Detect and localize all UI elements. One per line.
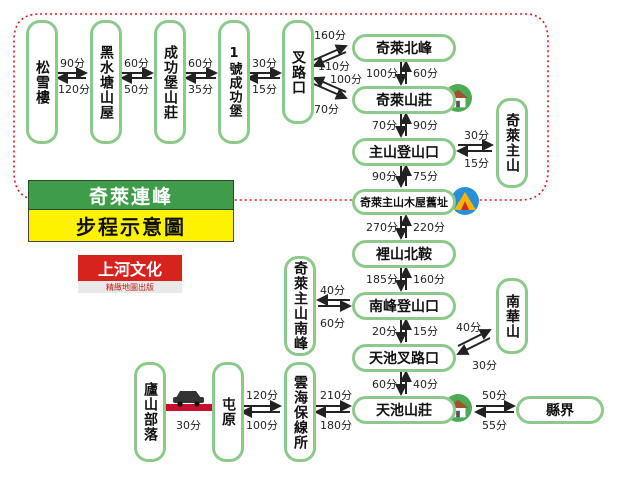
- time-label: 160分: [413, 273, 445, 286]
- time-label: 220分: [413, 221, 445, 234]
- time-label: 15分: [413, 325, 438, 338]
- time-label: 160分: [314, 29, 346, 42]
- node-lushan[interactable]: 廬山部落: [134, 362, 166, 462]
- time-label: 40分: [320, 284, 345, 297]
- node-tianchi-junction[interactable]: 天池叉路口: [352, 344, 456, 372]
- time-label: 100分: [330, 73, 362, 86]
- node-zhushan-trailhead[interactable]: 主山登山口: [352, 138, 456, 166]
- node-qilai-south[interactable]: 奇萊主山南峰: [284, 256, 316, 356]
- time-label: 30分: [252, 57, 277, 70]
- node-tianchi-lodge[interactable]: 天池山莊: [352, 396, 456, 424]
- time-label: 90分: [60, 57, 85, 70]
- node-chalu[interactable]: 叉路口: [282, 20, 314, 124]
- node-yunhai[interactable]: 雲海保線所: [284, 362, 316, 462]
- time-label: 120分: [58, 83, 90, 96]
- node-songxuelou[interactable]: 松雪樓: [26, 20, 58, 144]
- node-qilai-main[interactable]: 奇萊主山: [496, 98, 528, 188]
- time-label: 55分: [482, 419, 507, 432]
- time-label: 15分: [464, 157, 489, 170]
- time-label: 40分: [456, 321, 481, 334]
- time-label: 60分: [124, 57, 149, 70]
- node-old-cabin[interactable]: 奇萊主山木屋舊址: [352, 189, 456, 215]
- time-label: 15分: [252, 83, 277, 96]
- time-label: 70分: [372, 119, 397, 132]
- time-label: 50分: [124, 83, 149, 96]
- node-county-border[interactable]: 縣界: [516, 396, 604, 424]
- time-label: 60分: [413, 67, 438, 80]
- time-label: 30分: [472, 359, 497, 372]
- route-boundary: [13, 13, 549, 201]
- node-chenggongbao[interactable]: 成功堡山莊: [154, 20, 186, 144]
- time-label: 35分: [188, 83, 213, 96]
- time-label: 50分: [482, 389, 507, 402]
- time-label: 30分: [464, 129, 489, 142]
- time-label: 60分: [188, 57, 213, 70]
- time-label: 270分: [366, 221, 398, 234]
- road-segment: [164, 404, 216, 411]
- node-heishuitang[interactable]: 黑水塘山屋: [90, 20, 122, 144]
- node-qilai-lodge[interactable]: 奇萊山莊: [352, 86, 456, 114]
- time-label: 60分: [372, 378, 397, 391]
- time-label: 20分: [372, 325, 397, 338]
- node-nanfeng-trailhead[interactable]: 南峰登山口: [352, 292, 456, 320]
- node-nanhua[interactable]: 南華山: [496, 278, 528, 354]
- node-chenggong1[interactable]: 1號成功堡: [218, 20, 250, 144]
- publisher-tagline: 精緻地圖出版: [78, 281, 182, 293]
- time-label: 90分: [372, 170, 397, 183]
- map-title: 奇萊連峰: [28, 180, 234, 210]
- node-tunyuan[interactable]: 屯原: [212, 362, 244, 462]
- time-label: 70分: [314, 103, 339, 116]
- time-label: 90分: [413, 119, 438, 132]
- map-subtitle: 步程示意圖: [28, 210, 234, 242]
- tent-icon: [451, 187, 479, 215]
- time-label: 185分: [366, 273, 398, 286]
- time-label: 100分: [246, 419, 278, 432]
- time-label: 120分: [246, 389, 278, 402]
- node-qilai-north[interactable]: 奇萊北峰: [352, 34, 456, 62]
- time-label: 100分: [366, 67, 398, 80]
- time-label: 60分: [320, 317, 345, 330]
- time-label: 75分: [413, 170, 438, 183]
- car-icon: [173, 391, 204, 407]
- time-label: 40分: [413, 378, 438, 391]
- node-lishan-saddle[interactable]: 裡山北鞍: [352, 240, 456, 268]
- publisher-logo: 上河文化: [78, 255, 182, 281]
- time-label: 210分: [320, 389, 352, 402]
- time-label: 180分: [320, 419, 352, 432]
- time-label: 30分: [176, 419, 201, 432]
- time-label: 110分: [318, 60, 350, 73]
